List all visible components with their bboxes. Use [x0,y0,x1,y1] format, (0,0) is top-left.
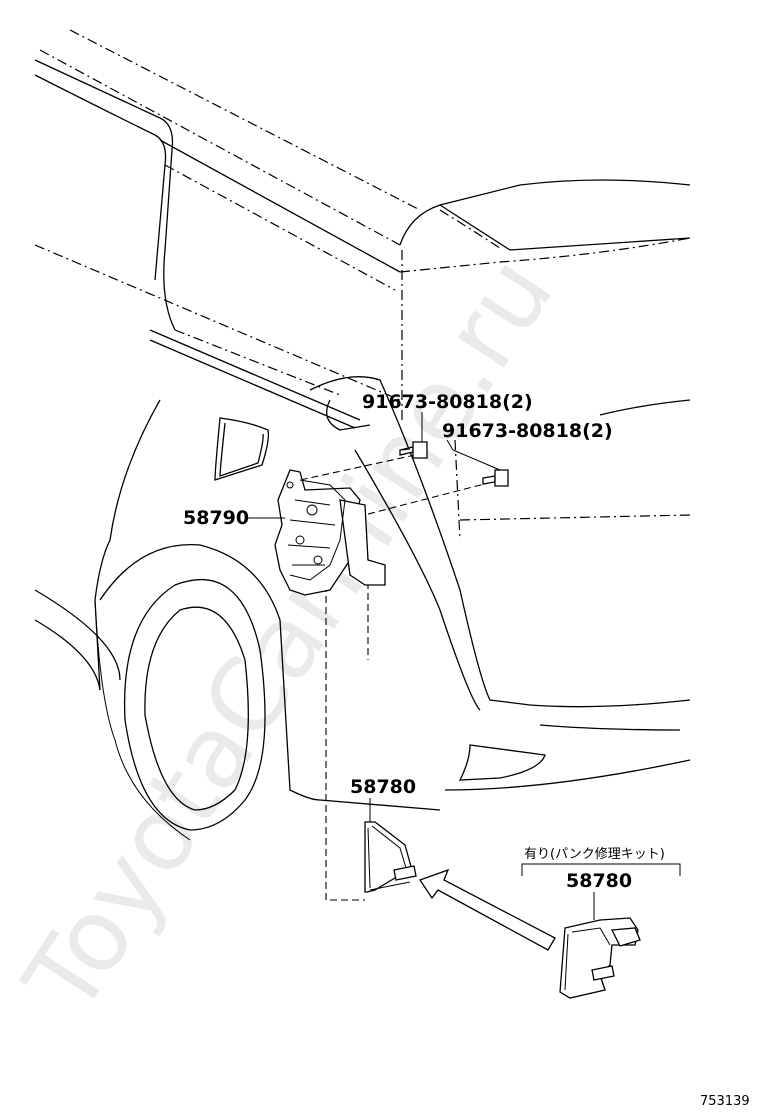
bolt-upper[interactable] [399,441,428,459]
label-cover-lower: 58780 [566,870,632,892]
figure-number: 753139 [700,1094,750,1109]
direction-arrow [418,868,556,951]
label-leaders [248,412,681,920]
vehicle-body-outline [34,29,691,841]
cover-58780-upper[interactable] [364,821,417,893]
bolt-lower[interactable] [482,469,509,487]
label-cover-upper: 58780 [350,776,416,798]
cover-58780-lower[interactable] [559,917,641,999]
label-bolt-upper: 91673-80818(2) [362,391,533,413]
label-bolt-lower: 91673-80818(2) [442,420,613,442]
label-option-note: 有り(パンク修理キット) [524,847,665,862]
label-bracket: 58790 [183,507,249,529]
bracket-58790[interactable] [274,469,386,596]
